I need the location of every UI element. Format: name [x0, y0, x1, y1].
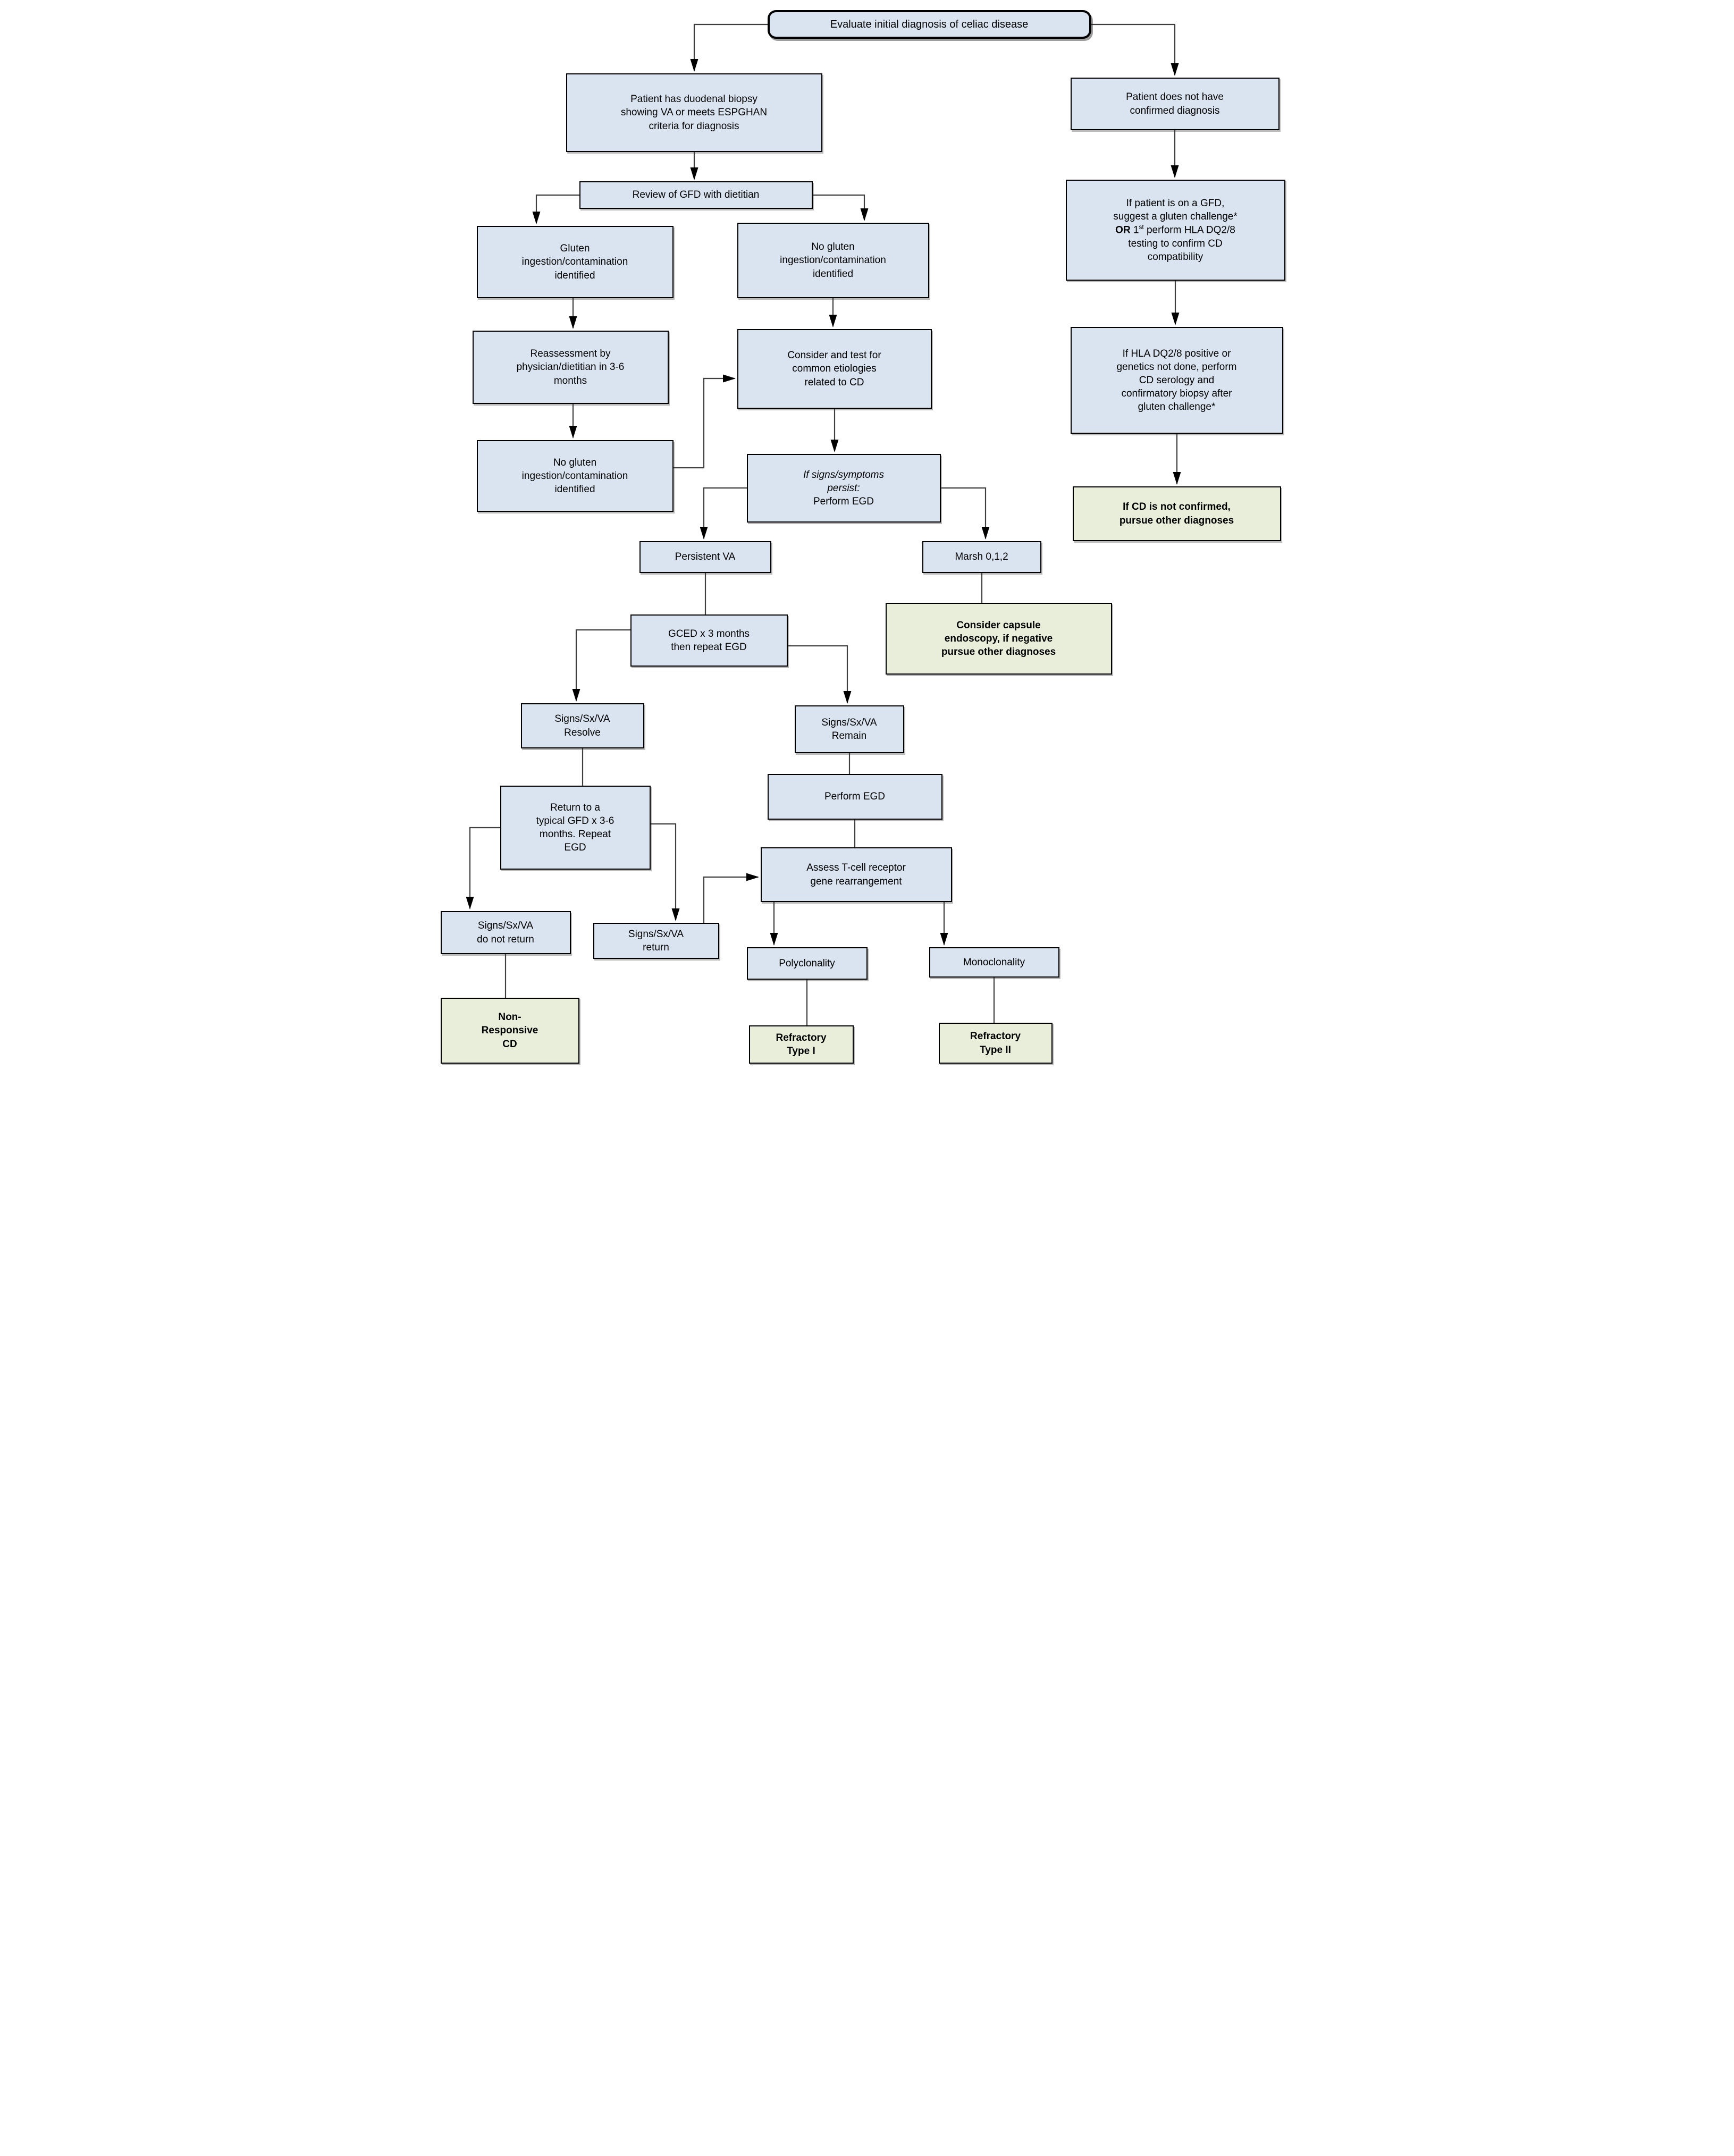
node-return-typical-gfd: Return to a typical GFD x 3-6 months. Re… [500, 786, 651, 870]
node-label: Persistent VA [675, 551, 736, 563]
connector-review-to-no-gluten [812, 194, 868, 221]
node-gced-repeat-egd: GCED x 3 months then repeat EGD [630, 614, 788, 667]
node-evaluate-initial-diagnosis: Evaluate initial diagnosis of celiac dis… [767, 10, 1091, 39]
node-label: Consider capsule endoscopy, if negative … [941, 619, 1056, 658]
node-signs-resolve: Signs/Sx/VA Resolve [520, 703, 644, 748]
node-label: Return to a typical GFD x 3-6 months. Re… [536, 802, 615, 854]
node-polyclonality: Polyclonality [746, 947, 868, 980]
node-label: Marsh 0,1,2 [955, 551, 1008, 563]
node-label: Reassessment by physician/dietitian in 3… [516, 348, 625, 386]
node-signs-return: Signs/Sx/VA return [593, 923, 719, 959]
flowchart-canvas: Evaluate initial diagnosis of celiac dis… [433, 0, 1301, 1078]
connector-return-to-sx-return [650, 823, 679, 921]
node-refractory-type-1-outcome: Refractory Type I [748, 1025, 854, 1064]
node-label-segment: Perform EGD [813, 496, 874, 508]
connector-gced-to-remain [787, 645, 851, 704]
node-label: Review of GFD with dietitian [632, 189, 760, 201]
node-cd-not-confirmed-outcome: If CD is not confirmed, pursue other dia… [1072, 486, 1281, 541]
node-marsh-012: Marsh 0,1,2 [922, 541, 1041, 573]
node-label: GCED x 3 months then repeat EGD [668, 628, 750, 653]
connector-gced-to-resolve [572, 629, 630, 702]
node-label: Signs/Sx/VA Resolve [554, 713, 610, 738]
node-label: Signs/Sx/VA Remain [821, 717, 877, 742]
node-refractory-type-2-outcome: Refractory Type II [938, 1023, 1053, 1064]
node-label: Refractory Type II [970, 1031, 1021, 1056]
node-duodenal-biopsy: Patient has duodenal biopsy showing VA o… [566, 73, 822, 152]
node-label: Perform EGD [824, 791, 886, 803]
node-label: Signs/Sx/VA do not return [477, 920, 534, 945]
connector-persist-to-marsh [940, 487, 989, 540]
node-label: Patient has duodenal biopsy showing VA o… [620, 94, 768, 132]
node-signs-remain: Signs/Sx/VA Remain [794, 705, 904, 753]
node-persistent-va: Persistent VA [639, 541, 771, 573]
node-label: Refractory Type I [776, 1032, 827, 1057]
node-label: Monoclonality [963, 956, 1025, 968]
node-label: If patient is on a GFD, suggest a gluten… [1113, 197, 1237, 264]
node-review-gfd-dietitian: Review of GFD with dietitian [579, 181, 813, 209]
node-label: No gluten ingestion/contamination identi… [780, 241, 886, 280]
node-signs-symptoms-persist-egd: If signs/symptoms persist: Perform EGD [746, 454, 941, 523]
node-label: Non- Responsive CD [481, 1012, 538, 1050]
node-gluten-identified: Gluten ingestion/contamination identifie… [476, 226, 674, 298]
node-perform-egd: Perform EGD [767, 774, 942, 820]
node-no-gluten-identified-2: No gluten ingestion/contamination identi… [476, 440, 674, 512]
connector-review-to-gluten-identified [532, 194, 579, 224]
node-label: No gluten ingestion/contamination identi… [521, 457, 628, 495]
connector-sx-return-to-assess [703, 873, 759, 923]
node-gluten-challenge-or-hla: If patient is on a GFD, suggest a gluten… [1065, 180, 1285, 281]
connector-return-to-no-return [466, 827, 500, 909]
node-label: Signs/Sx/VA return [628, 928, 684, 953]
node-label-superscript: st [1139, 224, 1144, 231]
node-label: If CD is not confirmed, pursue other dia… [1119, 501, 1234, 526]
node-label-bold-or: OR [1115, 224, 1131, 236]
node-label: Polyclonality [779, 957, 835, 969]
node-label: Evaluate initial diagnosis of celiac dis… [830, 18, 1029, 30]
node-assess-tcell-receptor: Assess T-cell receptor gene rearrangemen… [760, 847, 952, 902]
node-label-italic: If signs/symptoms persist: [803, 469, 885, 494]
connector-no-gluten2-to-consider [673, 374, 736, 469]
node-label: Assess T-cell receptor gene rearrangemen… [806, 862, 906, 887]
connector-evaluate-to-not-confirmed [1091, 23, 1179, 76]
node-hla-serology-biopsy: If HLA DQ2/8 positive or genetics not do… [1070, 327, 1283, 434]
node-label-segment: 1 [1130, 224, 1139, 236]
node-consider-etiologies: Consider and test for common etiologies … [737, 329, 932, 409]
node-label: If signs/symptoms persist: Perform EGD [803, 468, 884, 508]
node-label: Patient does not have confirmed diagnosi… [1126, 91, 1224, 116]
node-monoclonality: Monoclonality [929, 947, 1059, 978]
node-label: Gluten ingestion/contamination identifie… [521, 243, 628, 281]
node-signs-do-not-return: Signs/Sx/VA do not return [440, 911, 571, 954]
node-no-confirmed-diagnosis: Patient does not have confirmed diagnosi… [1070, 78, 1280, 130]
node-label-segment: perform HLA DQ2/8 testing to confirm CD … [1128, 224, 1235, 263]
node-capsule-endoscopy-outcome: Consider capsule endoscopy, if negative … [885, 603, 1112, 675]
node-label: If HLA DQ2/8 positive or genetics not do… [1116, 348, 1237, 413]
node-label: Consider and test for common etiologies … [787, 350, 881, 388]
node-label-segment: If patient is on a GFD, suggest a gluten… [1113, 198, 1238, 223]
node-no-gluten-identified: No gluten ingestion/contamination identi… [737, 223, 929, 298]
connector-evaluate-to-biopsy [690, 23, 768, 72]
node-nonresponsive-cd-outcome: Non- Responsive CD [440, 998, 579, 1064]
connector-persist-to-persistent-va [700, 487, 747, 540]
node-reassessment: Reassessment by physician/dietitian in 3… [472, 331, 669, 404]
